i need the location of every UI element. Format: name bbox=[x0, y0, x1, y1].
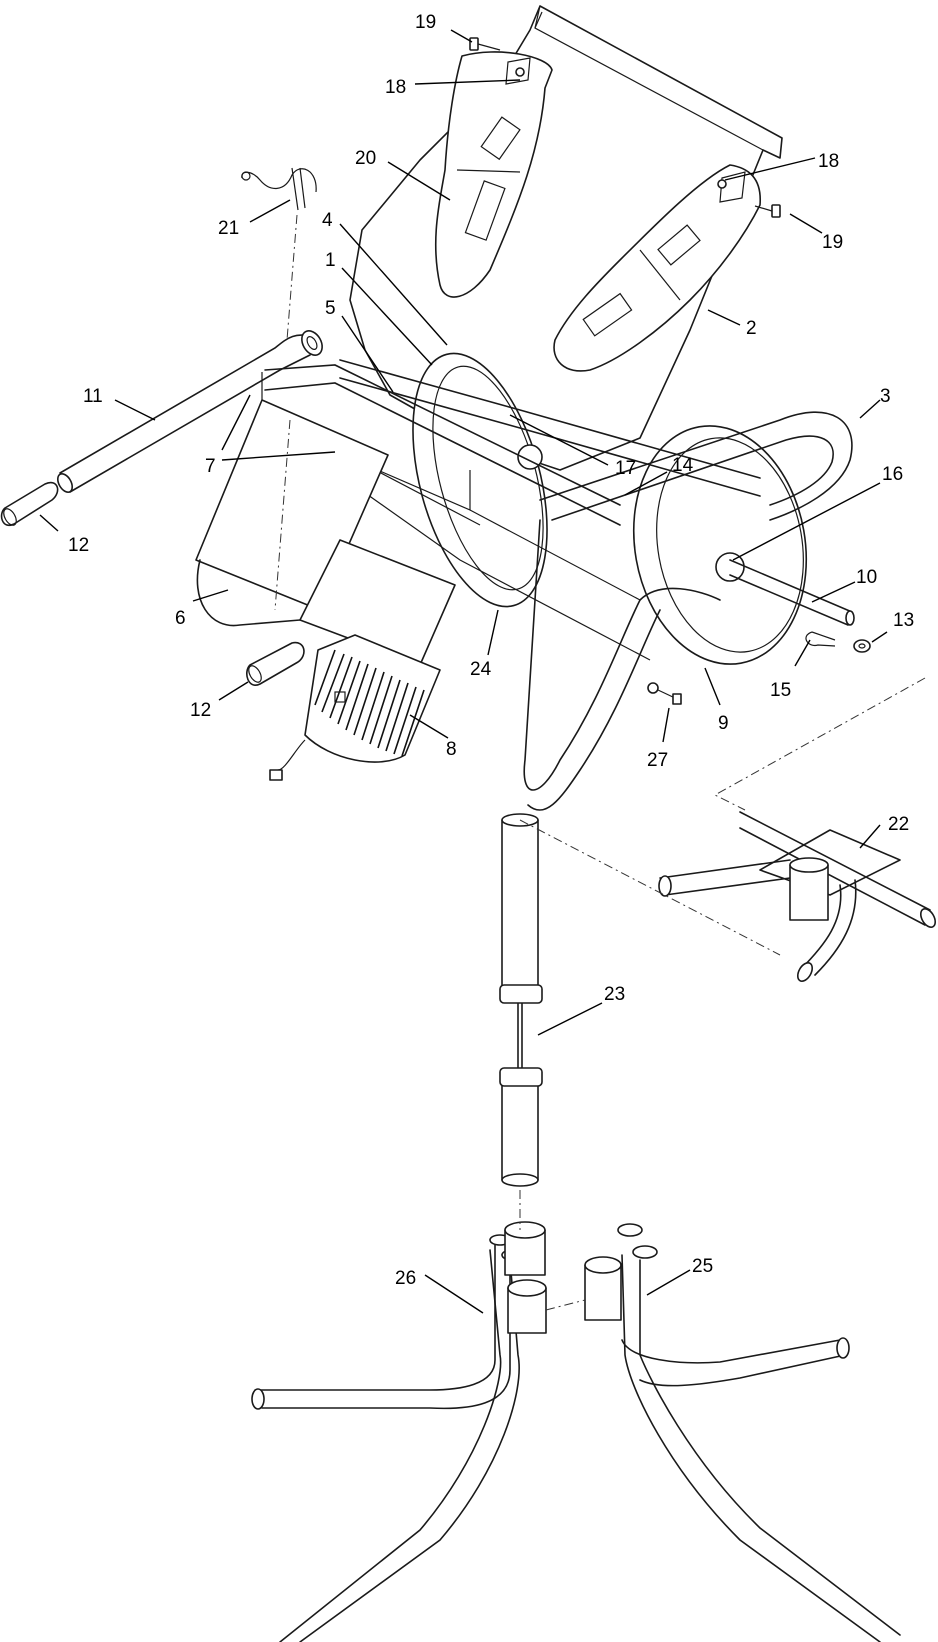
callout-9: 9 bbox=[718, 713, 729, 734]
support-22 bbox=[658, 811, 937, 982]
callout-23: 23 bbox=[604, 984, 625, 1005]
callout-18-top: 18 bbox=[385, 77, 406, 98]
bolt-19-right bbox=[754, 204, 781, 218]
callout-13: 13 bbox=[893, 610, 914, 631]
callout-1: 1 bbox=[325, 250, 336, 271]
callout-8: 8 bbox=[446, 739, 457, 760]
callout-18-right: 18 bbox=[818, 151, 839, 172]
callout-12-top: 12 bbox=[68, 535, 89, 556]
handle-11 bbox=[56, 330, 323, 493]
callout-4: 4 bbox=[322, 210, 333, 231]
callout-7: 7 bbox=[205, 456, 216, 477]
pin-21 bbox=[241, 167, 317, 211]
leg-25 bbox=[584, 1223, 901, 1642]
callout-12-bottom: 12 bbox=[190, 700, 211, 721]
callout-26: 26 bbox=[395, 1268, 416, 1289]
callout-6: 6 bbox=[175, 608, 186, 629]
callout-16: 16 bbox=[882, 464, 903, 485]
stand-tube-23 bbox=[499, 813, 543, 1187]
callout-25: 25 bbox=[692, 1256, 713, 1277]
callout-10: 10 bbox=[856, 567, 877, 588]
callout-5: 5 bbox=[325, 298, 336, 319]
motor-8 bbox=[269, 539, 456, 781]
callout-19-right: 19 bbox=[822, 232, 843, 253]
callout-11: 11 bbox=[83, 386, 103, 407]
callout-27: 27 bbox=[647, 750, 668, 771]
callout-19-top: 19 bbox=[415, 12, 436, 33]
grip-12-top bbox=[0, 481, 59, 527]
callout-labels: 19 18 20 18 19 21 4 1 2 5 3 11 7 17 14 1… bbox=[68, 12, 914, 1289]
leg-26 bbox=[251, 1221, 547, 1642]
callout-15: 15 bbox=[770, 680, 791, 701]
callout-3: 3 bbox=[880, 386, 891, 407]
callout-17: 17 bbox=[615, 458, 636, 479]
callout-21: 21 bbox=[218, 218, 239, 239]
callout-24: 24 bbox=[470, 659, 492, 680]
grip-12-bottom bbox=[246, 641, 305, 686]
assembly-centerlines bbox=[274, 214, 926, 1311]
callout-22: 22 bbox=[888, 814, 909, 835]
callout-14: 14 bbox=[672, 455, 694, 476]
callout-2: 2 bbox=[746, 318, 757, 339]
callout-20: 20 bbox=[355, 148, 376, 169]
leader-lines bbox=[39, 29, 888, 1314]
bolt-19-top bbox=[469, 37, 501, 51]
